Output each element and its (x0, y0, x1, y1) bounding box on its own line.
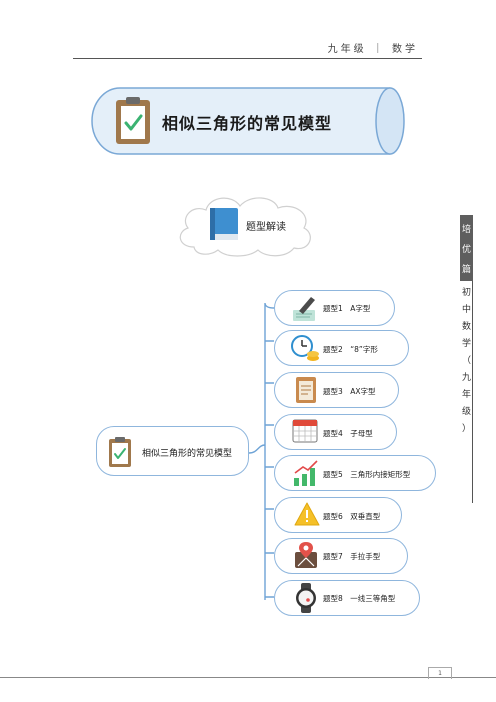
side-tab-char: 初 (461, 288, 471, 298)
side-tab-subtitle: 初 中 数 学 （ 九 年 级 ） (460, 285, 473, 438)
title-banner (91, 87, 405, 155)
mindmap-root-label: 相似三角形的常见模型 (142, 449, 233, 459)
side-tab-char: （ (461, 356, 471, 366)
clipboard-check-icon (116, 97, 150, 144)
side-tab-char: ） (461, 424, 471, 434)
page-number: 1 (428, 667, 452, 679)
pen-paper-icon (293, 297, 315, 321)
side-tab-char: 数 (461, 322, 471, 332)
growth-chart-icon (294, 460, 318, 486)
side-tab-char: 优 (461, 245, 471, 255)
side-tab-char: 篇 (461, 265, 471, 275)
mindmap-branch-label: 题型3 AX字型 (323, 387, 376, 396)
side-tab-char: 学 (461, 339, 471, 349)
page-title: 相似三角形的常见模型 (162, 114, 333, 133)
mindmap-branch-label: 题型4 子母型 (323, 429, 373, 438)
mindmap-branch-label: 题型5 三角形内接矩形型 (323, 470, 411, 479)
mindmap-branch (274, 372, 399, 408)
side-tab-highlight: 培 优 篇 (460, 215, 473, 281)
side-tab-char: 中 (461, 305, 471, 315)
clipboard-check-icon (109, 437, 131, 467)
mindmap-branch-label: 题型6 双垂直型 (323, 512, 381, 521)
mindmap-branch (274, 497, 402, 533)
map-pin-icon (295, 542, 317, 568)
book-icon (210, 208, 238, 240)
side-tab-char: 级 (461, 407, 471, 417)
mindmap-branch-label: 题型2 “8”字形 (323, 345, 378, 354)
header-divider (73, 58, 422, 59)
mindmap-branch (274, 538, 408, 574)
side-tab: 培 优 篇 初 中 数 学 （ 九 年 级 ） (460, 215, 473, 503)
mindmap-branch-label: 题型7 手拉手型 (323, 552, 381, 561)
section-label: 题型解读 (246, 222, 286, 233)
side-tab-char: 培 (461, 225, 471, 235)
watch-icon (296, 583, 316, 613)
document-icon (296, 377, 316, 403)
section-cloud (179, 197, 311, 257)
mindmap-branch-label: 题型1 A字型 (323, 304, 371, 313)
page-header-text: 九年级 ｜ 数学 (327, 44, 418, 55)
mindmap-branch-label: 题型8 一线三等角型 (323, 594, 396, 603)
clock-coins-icon (291, 335, 319, 361)
calendar-icon (292, 419, 318, 443)
mindmap-branch (274, 455, 436, 491)
side-tab-char: 年 (461, 390, 471, 400)
side-tab-divider (472, 281, 473, 503)
warning-icon (294, 502, 320, 526)
side-tab-char: 九 (461, 373, 471, 383)
footer-divider (0, 677, 496, 678)
mindmap-branch (274, 290, 395, 326)
